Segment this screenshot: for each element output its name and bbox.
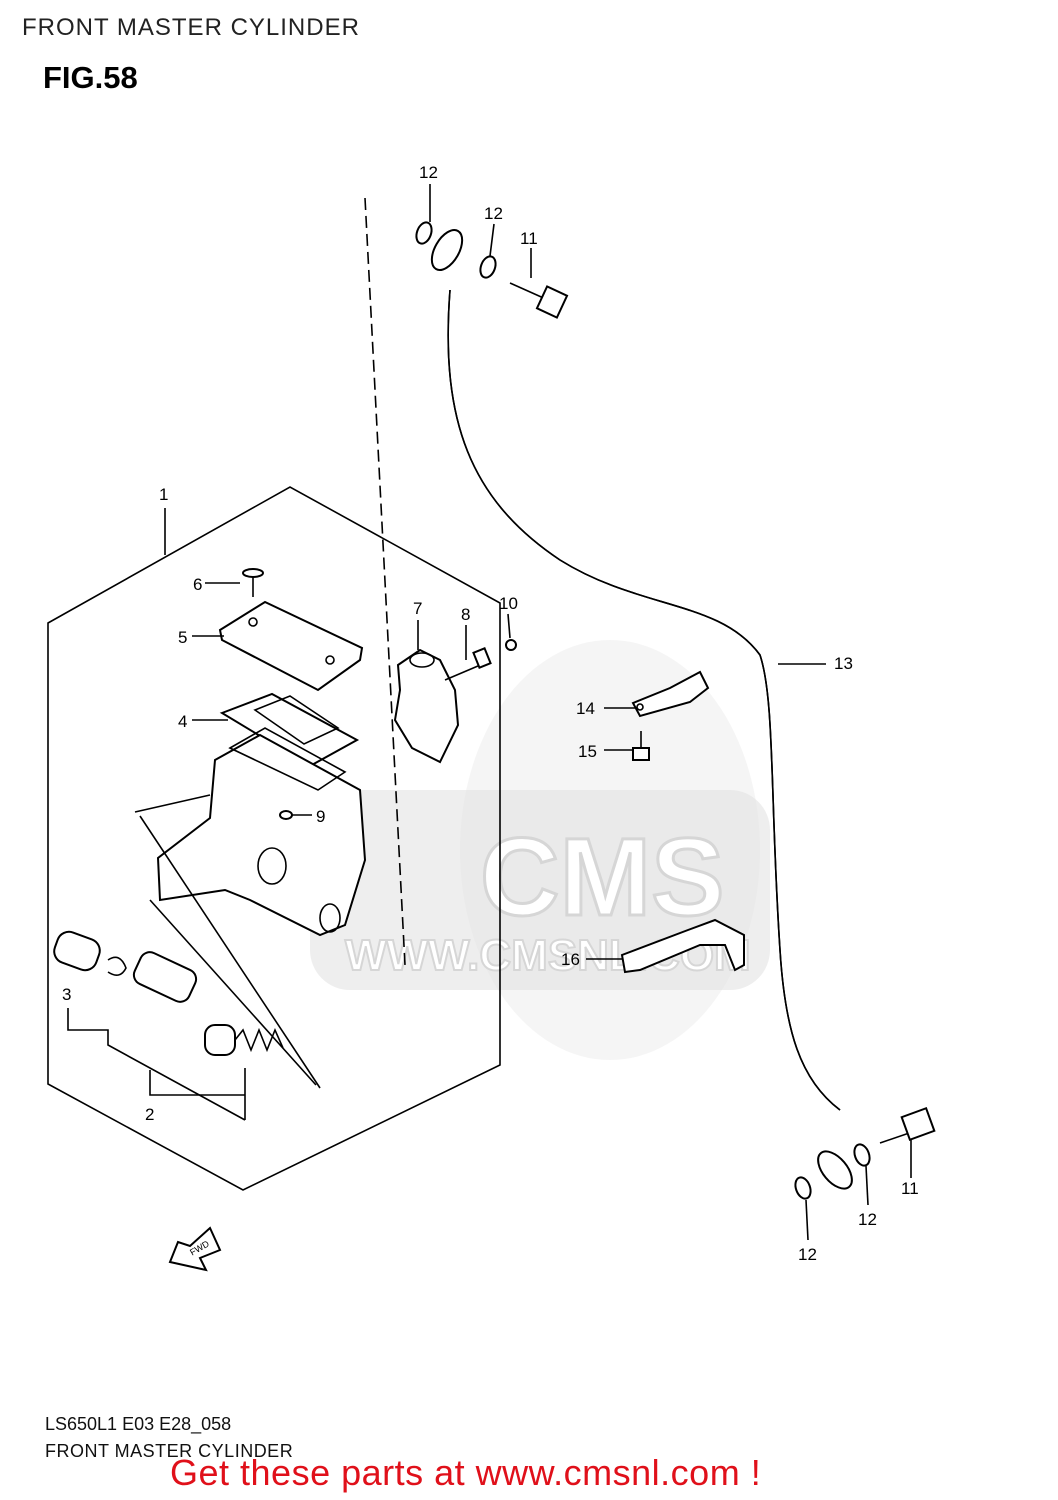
cylinder-body <box>156 727 367 937</box>
page-header: FRONT MASTER CYLINDER <box>22 14 360 41</box>
figure-number: FIG.58 <box>43 60 138 95</box>
washer-bottom-b <box>853 1143 871 1167</box>
callout-15: 15 <box>578 742 597 761</box>
callout-2: 2 <box>145 1105 154 1124</box>
callout-12-top-left: 12 <box>419 163 438 182</box>
leader-lines <box>164 184 912 1241</box>
promo-link[interactable]: Get these parts at www.cmsnl.com ! <box>170 1452 762 1493</box>
assembly-outline <box>47 486 501 1191</box>
callout-14: 14 <box>576 699 595 718</box>
callout-16: 16 <box>561 950 580 969</box>
callout-6: 6 <box>193 575 202 594</box>
diagram-code: LS650L1 E03 E28_058 <box>45 1414 232 1434</box>
callout-11-top: 11 <box>520 229 538 248</box>
cap-screw <box>242 568 264 597</box>
callout-12-top-right: 12 <box>484 204 503 223</box>
exploded-line-c <box>149 899 317 1086</box>
piston-kit <box>53 930 284 1056</box>
exploded-line-b <box>139 815 321 1089</box>
bracket-3 <box>67 1008 246 1121</box>
clamp-fixing-bolt <box>632 731 650 761</box>
callout-5: 5 <box>178 628 187 647</box>
diagram-subtitle: FRONT MASTER CYLINDER <box>45 1441 294 1461</box>
callout-3: 3 <box>62 985 71 1004</box>
callout-8: 8 <box>461 605 470 624</box>
callout-1: 1 <box>159 485 168 504</box>
brake-hose <box>430 229 853 1190</box>
bracket-2 <box>149 1068 246 1120</box>
callout-11-bottom: 11 <box>901 1179 919 1198</box>
callout-12-bottom-right: 12 <box>858 1210 877 1229</box>
callout-13: 13 <box>834 654 853 673</box>
washer-top-b <box>479 255 497 279</box>
hose-bracket <box>620 918 745 974</box>
exploded-line-a <box>134 794 211 813</box>
reservoir-cap <box>218 600 364 692</box>
callout-4: 4 <box>178 712 187 731</box>
small-nut <box>505 639 517 651</box>
washer-top-a <box>415 221 433 245</box>
clamp-bolt <box>444 647 492 681</box>
watermark: CMS WWW.CMSNL.COM <box>310 640 770 1060</box>
fwd-arrow: FWD <box>168 1226 222 1272</box>
handlebar-clamp <box>393 648 460 764</box>
callout-9: 9 <box>316 807 325 826</box>
washer-bottom-a <box>794 1176 812 1200</box>
callout-10: 10 <box>499 594 518 613</box>
callout-7: 7 <box>413 599 422 618</box>
watermark-brand: CMS <box>480 816 724 939</box>
alignment-dashed-line <box>364 197 406 966</box>
hose-clamp <box>631 670 710 718</box>
union-bolt-bottom <box>879 1106 936 1144</box>
union-bolt-top <box>509 282 569 319</box>
watermark-url: WWW.CMSNL.COM <box>345 931 751 980</box>
callout-12-bottom-left: 12 <box>798 1245 817 1264</box>
